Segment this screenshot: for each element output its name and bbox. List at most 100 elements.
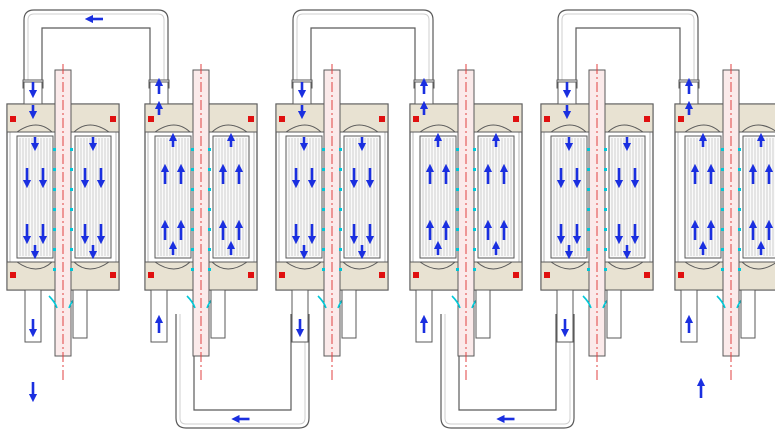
top-dome — [550, 124, 644, 133]
bottom-nozzle — [415, 289, 433, 343]
filter-pack-left — [154, 135, 192, 259]
seal — [513, 116, 519, 122]
seal — [110, 272, 116, 278]
bottom-drain — [210, 289, 226, 339]
spacer-marker — [191, 188, 194, 191]
bottom-dome — [419, 261, 513, 270]
filter-pack-left — [16, 135, 54, 259]
pipe-liner — [561, 13, 695, 84]
spacer-marker — [322, 268, 325, 271]
module-5 — [540, 64, 654, 380]
spacer-marker — [339, 268, 342, 271]
spacer-marker — [721, 208, 724, 211]
spacer-marker — [53, 188, 56, 191]
bottom-nozzle — [291, 289, 309, 343]
spacer-marker — [53, 228, 56, 231]
spacer-marker — [322, 228, 325, 231]
spacer-marker — [721, 228, 724, 231]
pipe-liner — [444, 314, 571, 425]
bottom-drain — [606, 289, 622, 339]
spacer-marker — [70, 228, 73, 231]
spacer-marker — [473, 208, 476, 211]
pipe-inner-wall — [458, 314, 557, 411]
spacer-marker — [456, 248, 459, 251]
pipe-outer-wall — [23, 9, 169, 84]
module-2 — [144, 64, 258, 380]
spacer-marker — [70, 268, 73, 271]
spacer-marker — [208, 208, 211, 211]
bottom-nozzle — [680, 289, 698, 343]
bottom-dome — [285, 261, 379, 270]
spacer-marker — [604, 188, 607, 191]
seal — [678, 272, 684, 278]
seal — [10, 272, 16, 278]
pipe-top-3 — [291, 9, 435, 89]
seal — [279, 116, 285, 122]
spacer-marker — [738, 168, 741, 171]
bottom-nozzle — [24, 289, 42, 343]
bottom-nozzle — [556, 289, 574, 343]
spacer-marker — [604, 208, 607, 211]
spacer-marker — [70, 148, 73, 151]
bottom-dome — [684, 261, 775, 270]
pipe-inner-wall — [41, 27, 151, 84]
spacer-marker — [208, 228, 211, 231]
filter-pack-left — [419, 135, 457, 259]
bottom-dome — [154, 261, 248, 270]
seal — [644, 116, 650, 122]
seal — [413, 116, 419, 122]
spacer-marker — [191, 268, 194, 271]
spacer-marker — [339, 148, 342, 151]
module-3 — [275, 64, 389, 380]
pipe-bottom-2 — [175, 314, 310, 429]
bottom-drain — [740, 289, 756, 339]
pipe-top-5 — [556, 9, 700, 89]
filter-pack-right — [343, 135, 381, 259]
spacer-marker — [473, 148, 476, 151]
spacer-marker — [473, 188, 476, 191]
spacer-marker — [587, 208, 590, 211]
top-dome — [285, 124, 379, 133]
spacer-marker — [70, 188, 73, 191]
pipe-inner-wall — [193, 314, 292, 411]
spacer-marker — [456, 168, 459, 171]
spacer-marker — [322, 248, 325, 251]
spacer-marker — [721, 248, 724, 251]
seal — [10, 116, 16, 122]
seal — [379, 272, 385, 278]
filter-pack-left — [285, 135, 323, 259]
pipe-bottom-4 — [440, 314, 575, 429]
spacer-marker — [473, 168, 476, 171]
spacer-marker — [604, 228, 607, 231]
pipe-inner-wall — [310, 27, 416, 84]
spacer-marker — [191, 168, 194, 171]
pipe-liner — [179, 314, 306, 425]
bottom-dome — [16, 261, 110, 270]
spacer-marker — [721, 268, 724, 271]
seal — [513, 272, 519, 278]
spacer-marker — [208, 168, 211, 171]
spacer-marker — [208, 188, 211, 191]
spacer-marker — [456, 148, 459, 151]
spacer-marker — [53, 208, 56, 211]
seal — [544, 272, 550, 278]
top-dome — [154, 124, 248, 133]
filter-pack-left — [550, 135, 588, 259]
seal — [248, 116, 254, 122]
spacer-marker — [322, 168, 325, 171]
spacer-marker — [721, 148, 724, 151]
spacer-marker — [473, 268, 476, 271]
seal — [379, 116, 385, 122]
spacer-marker — [738, 208, 741, 211]
seal — [279, 272, 285, 278]
spacer-marker — [339, 208, 342, 211]
filter-modules — [6, 64, 775, 380]
spacer-marker — [604, 168, 607, 171]
spacer-marker — [208, 248, 211, 251]
spacer-marker — [587, 268, 590, 271]
spacer-marker — [738, 148, 741, 151]
seal — [544, 116, 550, 122]
filter-pack-right — [477, 135, 515, 259]
filter-pack-right — [742, 135, 775, 259]
